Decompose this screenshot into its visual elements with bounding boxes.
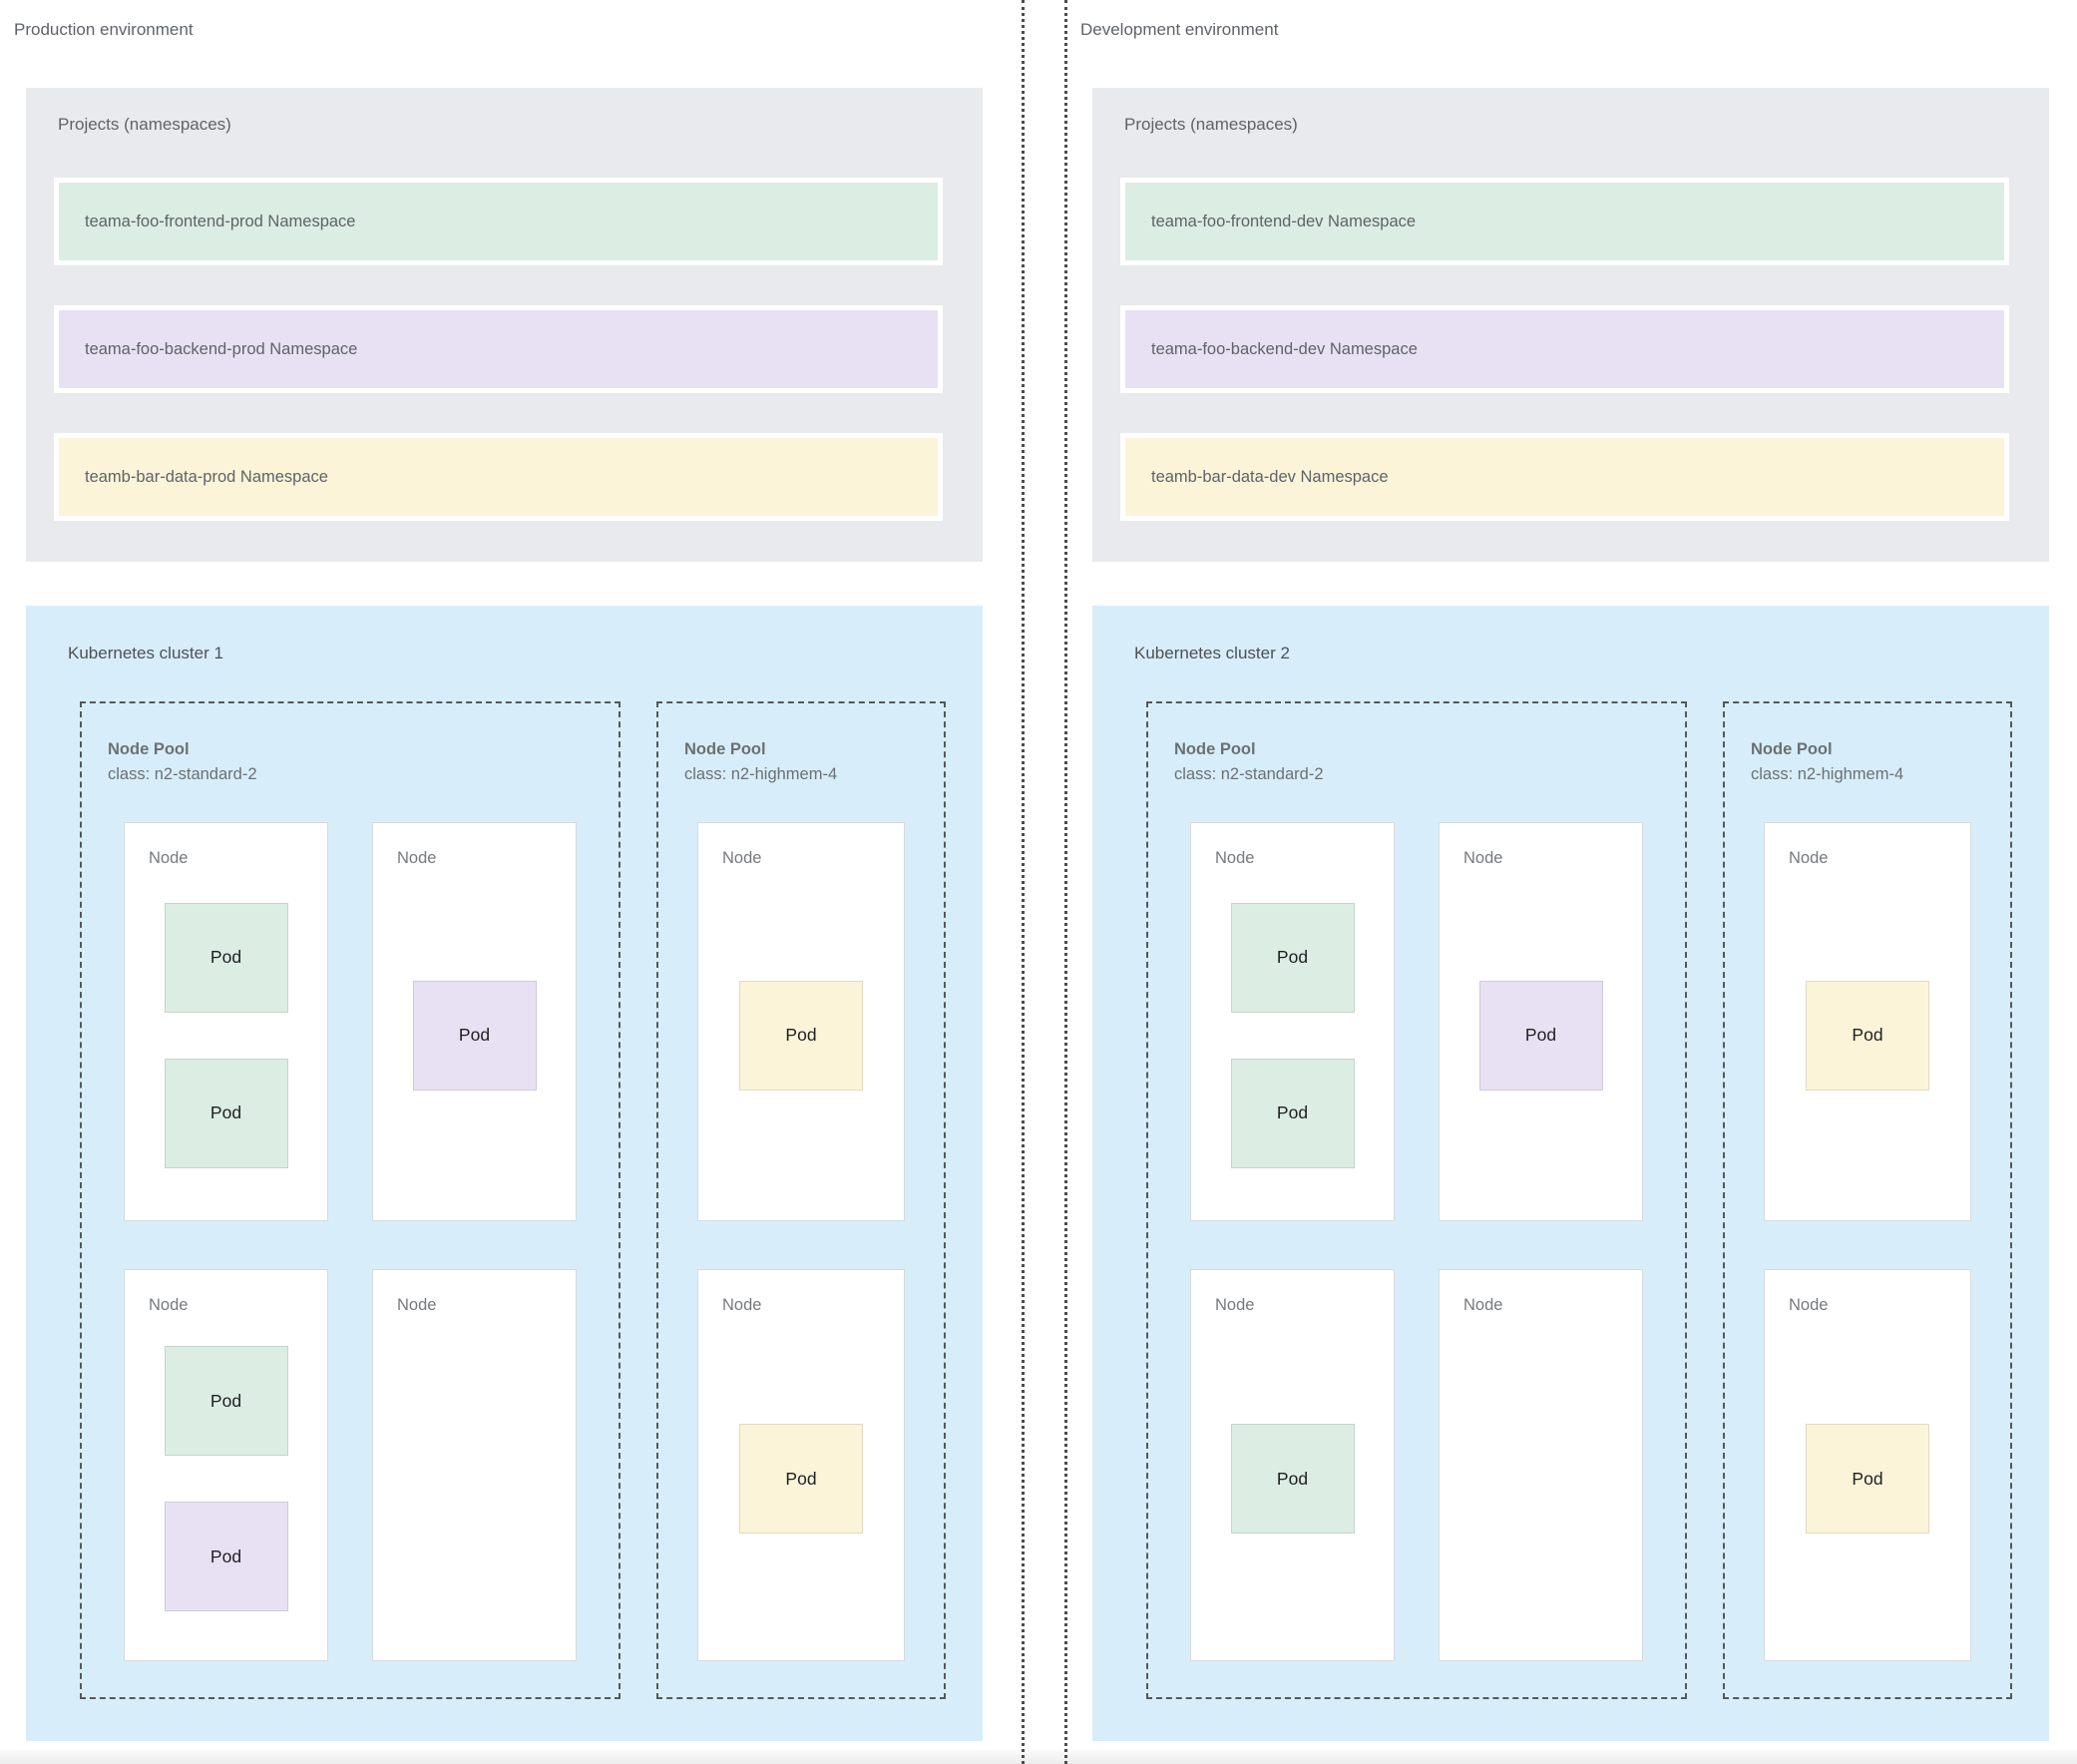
node-pool-header: Node Pool class: n2-standard-2 bbox=[1174, 737, 1324, 787]
projects-title: Projects (namespaces) bbox=[58, 115, 231, 134]
namespace-data-prod: teamb-bar-data-prod Namespace bbox=[54, 433, 943, 521]
pod: Pod bbox=[1230, 1424, 1355, 1534]
node: Node Pod bbox=[1439, 822, 1643, 1221]
pod-list: Pod Pod bbox=[125, 868, 327, 1220]
pod: Pod bbox=[164, 902, 288, 1013]
node-pool-class: class: n2-standard-2 bbox=[1174, 765, 1324, 783]
node-pool-standard: Node Pool class: n2-standard-2 Node Pod … bbox=[1146, 701, 1687, 1699]
node-pool-name: Node Pool bbox=[108, 740, 190, 758]
pod-list bbox=[373, 1315, 576, 1660]
node-pool-highmem: Node Pool class: n2-highmem-4 Node Pod N… bbox=[656, 701, 946, 1699]
pod: Pod bbox=[412, 980, 537, 1091]
production-environment-section: Production environment Projects (namespa… bbox=[14, 0, 987, 1764]
namespace-backend-dev: teama-foo-backend-dev Namespace bbox=[1120, 305, 2009, 393]
node: Node Pod bbox=[1190, 1269, 1395, 1661]
node: Node Pod bbox=[1764, 1269, 1971, 1661]
node: Node bbox=[372, 1269, 577, 1661]
pod-list: Pod bbox=[698, 868, 904, 1220]
pod-list: Pod bbox=[1440, 868, 1642, 1220]
pod-list: Pod bbox=[1765, 1315, 1970, 1660]
projects-namespaces-box: Projects (namespaces) teama-foo-frontend… bbox=[1092, 88, 2049, 562]
node-pool-class: class: n2-highmem-4 bbox=[1751, 765, 1904, 783]
namespace-frontend-dev: teama-foo-frontend-dev Namespace bbox=[1120, 178, 2009, 265]
projects-title: Projects (namespaces) bbox=[1124, 115, 1298, 134]
node-pool-name: Node Pool bbox=[684, 740, 766, 758]
pod-list: Pod Pod bbox=[1191, 868, 1394, 1220]
pod: Pod bbox=[164, 1502, 288, 1611]
pod-list: Pod bbox=[1765, 868, 1970, 1220]
kubernetes-cluster-1-box: Kubernetes cluster 1 Node Pool class: n2… bbox=[26, 606, 983, 1741]
namespace-frontend-prod: teama-foo-frontend-prod Namespace bbox=[54, 178, 943, 265]
node: Node Pod Pod bbox=[1190, 822, 1395, 1221]
node-pool-highmem: Node Pool class: n2-highmem-4 Node Pod N… bbox=[1723, 701, 2012, 1699]
pod: Pod bbox=[739, 1424, 863, 1534]
pod-list bbox=[1440, 1315, 1642, 1660]
pod-list: Pod bbox=[373, 868, 576, 1220]
node: Node Pod bbox=[1764, 822, 1971, 1221]
pod-list: Pod bbox=[698, 1315, 904, 1660]
environment-title: Production environment bbox=[14, 20, 194, 39]
kubernetes-cluster-2-box: Kubernetes cluster 2 Node Pool class: n2… bbox=[1092, 606, 2049, 1741]
environment-divider-line bbox=[1022, 0, 1025, 1764]
development-environment-section: Development environment Projects (namesp… bbox=[1080, 0, 2053, 1764]
node-pool-name: Node Pool bbox=[1174, 740, 1256, 758]
node: Node Pod bbox=[372, 822, 577, 1221]
node-pool-standard: Node Pool class: n2-standard-2 Node Pod … bbox=[80, 701, 621, 1699]
node: Node Pod bbox=[697, 1269, 905, 1661]
pod-list: Pod bbox=[1191, 1315, 1394, 1660]
namespace-list: teama-foo-frontend-prod Namespace teama-… bbox=[54, 178, 943, 561]
namespace-list: teama-foo-frontend-dev Namespace teama-f… bbox=[1120, 178, 2009, 561]
page-bottom-strip bbox=[0, 1750, 2077, 1764]
node-pool-header: Node Pool class: n2-highmem-4 bbox=[1751, 737, 1903, 787]
pod: Pod bbox=[1230, 902, 1355, 1013]
cluster-title: Kubernetes cluster 1 bbox=[68, 644, 223, 662]
cluster-title: Kubernetes cluster 2 bbox=[1134, 644, 1290, 662]
node-pool-header: Node Pool class: n2-standard-2 bbox=[108, 737, 257, 787]
node-pool-class: class: n2-standard-2 bbox=[108, 765, 257, 783]
node: Node Pod Pod bbox=[124, 1269, 328, 1661]
node-pool-name: Node Pool bbox=[1751, 740, 1833, 758]
node: Node Pod Pod bbox=[124, 822, 328, 1221]
pod: Pod bbox=[164, 1346, 288, 1456]
pod: Pod bbox=[1478, 980, 1603, 1091]
pod: Pod bbox=[1806, 1424, 1929, 1534]
environment-divider-line bbox=[1064, 0, 1067, 1764]
pod: Pod bbox=[739, 980, 863, 1091]
pod: Pod bbox=[1230, 1058, 1355, 1168]
node: Node bbox=[1439, 1269, 1643, 1661]
namespace-backend-prod: teama-foo-backend-prod Namespace bbox=[54, 305, 943, 393]
pod: Pod bbox=[1806, 980, 1929, 1091]
pod-list: Pod Pod bbox=[125, 1315, 327, 1660]
node: Node Pod bbox=[697, 822, 905, 1221]
pod: Pod bbox=[164, 1058, 288, 1168]
node-pool-header: Node Pool class: n2-highmem-4 bbox=[684, 737, 837, 787]
namespace-data-dev: teamb-bar-data-dev Namespace bbox=[1120, 433, 2009, 521]
node-pool-class: class: n2-highmem-4 bbox=[684, 765, 838, 783]
projects-namespaces-box: Projects (namespaces) teama-foo-frontend… bbox=[26, 88, 983, 562]
environment-title: Development environment bbox=[1080, 20, 1279, 39]
